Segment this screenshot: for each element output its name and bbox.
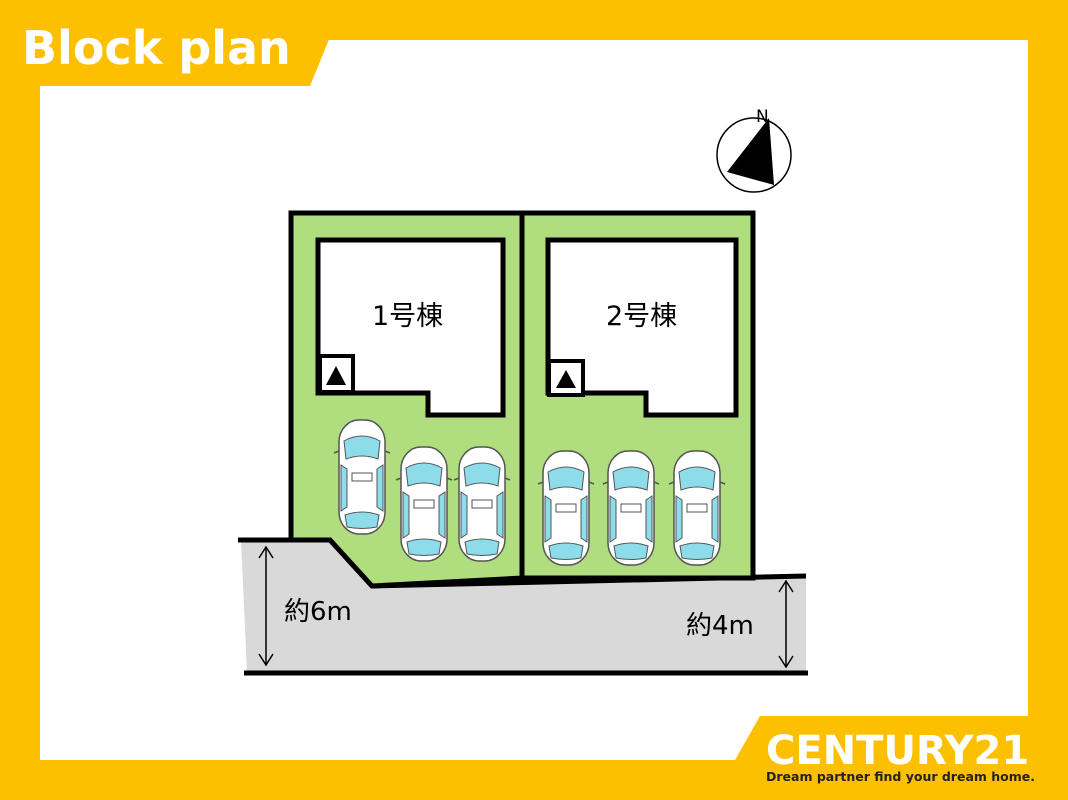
entrance-triangle-icon (556, 370, 576, 388)
car-icon (668, 450, 726, 566)
car-icon (453, 446, 511, 562)
brand-logo: CENTURY21 (766, 728, 1029, 774)
road-width-left: 約6m (284, 597, 352, 627)
car-icon (333, 419, 391, 535)
parking-lot-2 (537, 450, 726, 566)
north-compass-icon: N (716, 107, 792, 193)
car-icon (537, 450, 595, 566)
car-icon (602, 450, 660, 566)
title-tab (0, 0, 345, 86)
north-label: N (756, 107, 769, 127)
road (241, 540, 806, 673)
dimension-arrow-left (258, 545, 274, 667)
lot-label-2: 2号棟 (606, 301, 677, 332)
brand-slogan: Dream partner find your dream home. (766, 769, 1035, 784)
road-width-right: 約4m (686, 611, 754, 641)
entrance-triangle-icon (326, 366, 346, 385)
car-icon (395, 446, 453, 562)
lot-label-1: 1号棟 (372, 301, 443, 332)
brand-tab (735, 716, 1068, 800)
dimension-arrow-right (778, 579, 794, 669)
page-title: Block plan (22, 21, 291, 75)
